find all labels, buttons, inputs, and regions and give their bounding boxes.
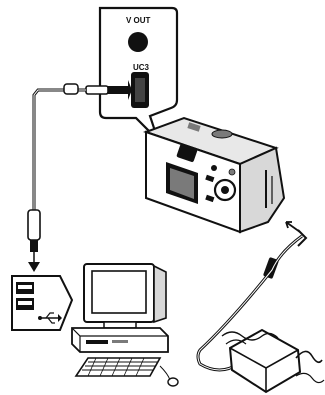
mouse-icon xyxy=(160,366,178,386)
camera-icon xyxy=(146,118,284,232)
usb-port-icon xyxy=(131,72,149,108)
v-out-label: V OUT xyxy=(126,16,151,25)
arrow-down-icon xyxy=(28,262,40,272)
computer-icon xyxy=(72,264,178,386)
connector-callout: V OUT UC3 xyxy=(86,8,177,140)
computer-usb-callout xyxy=(12,276,72,330)
usb-port-label: UC3 xyxy=(133,63,150,72)
ac-adapter-icon xyxy=(198,230,324,392)
keyboard-icon xyxy=(76,358,160,376)
v-out-jack-icon xyxy=(128,32,148,52)
usb-cable-icon xyxy=(28,84,86,262)
